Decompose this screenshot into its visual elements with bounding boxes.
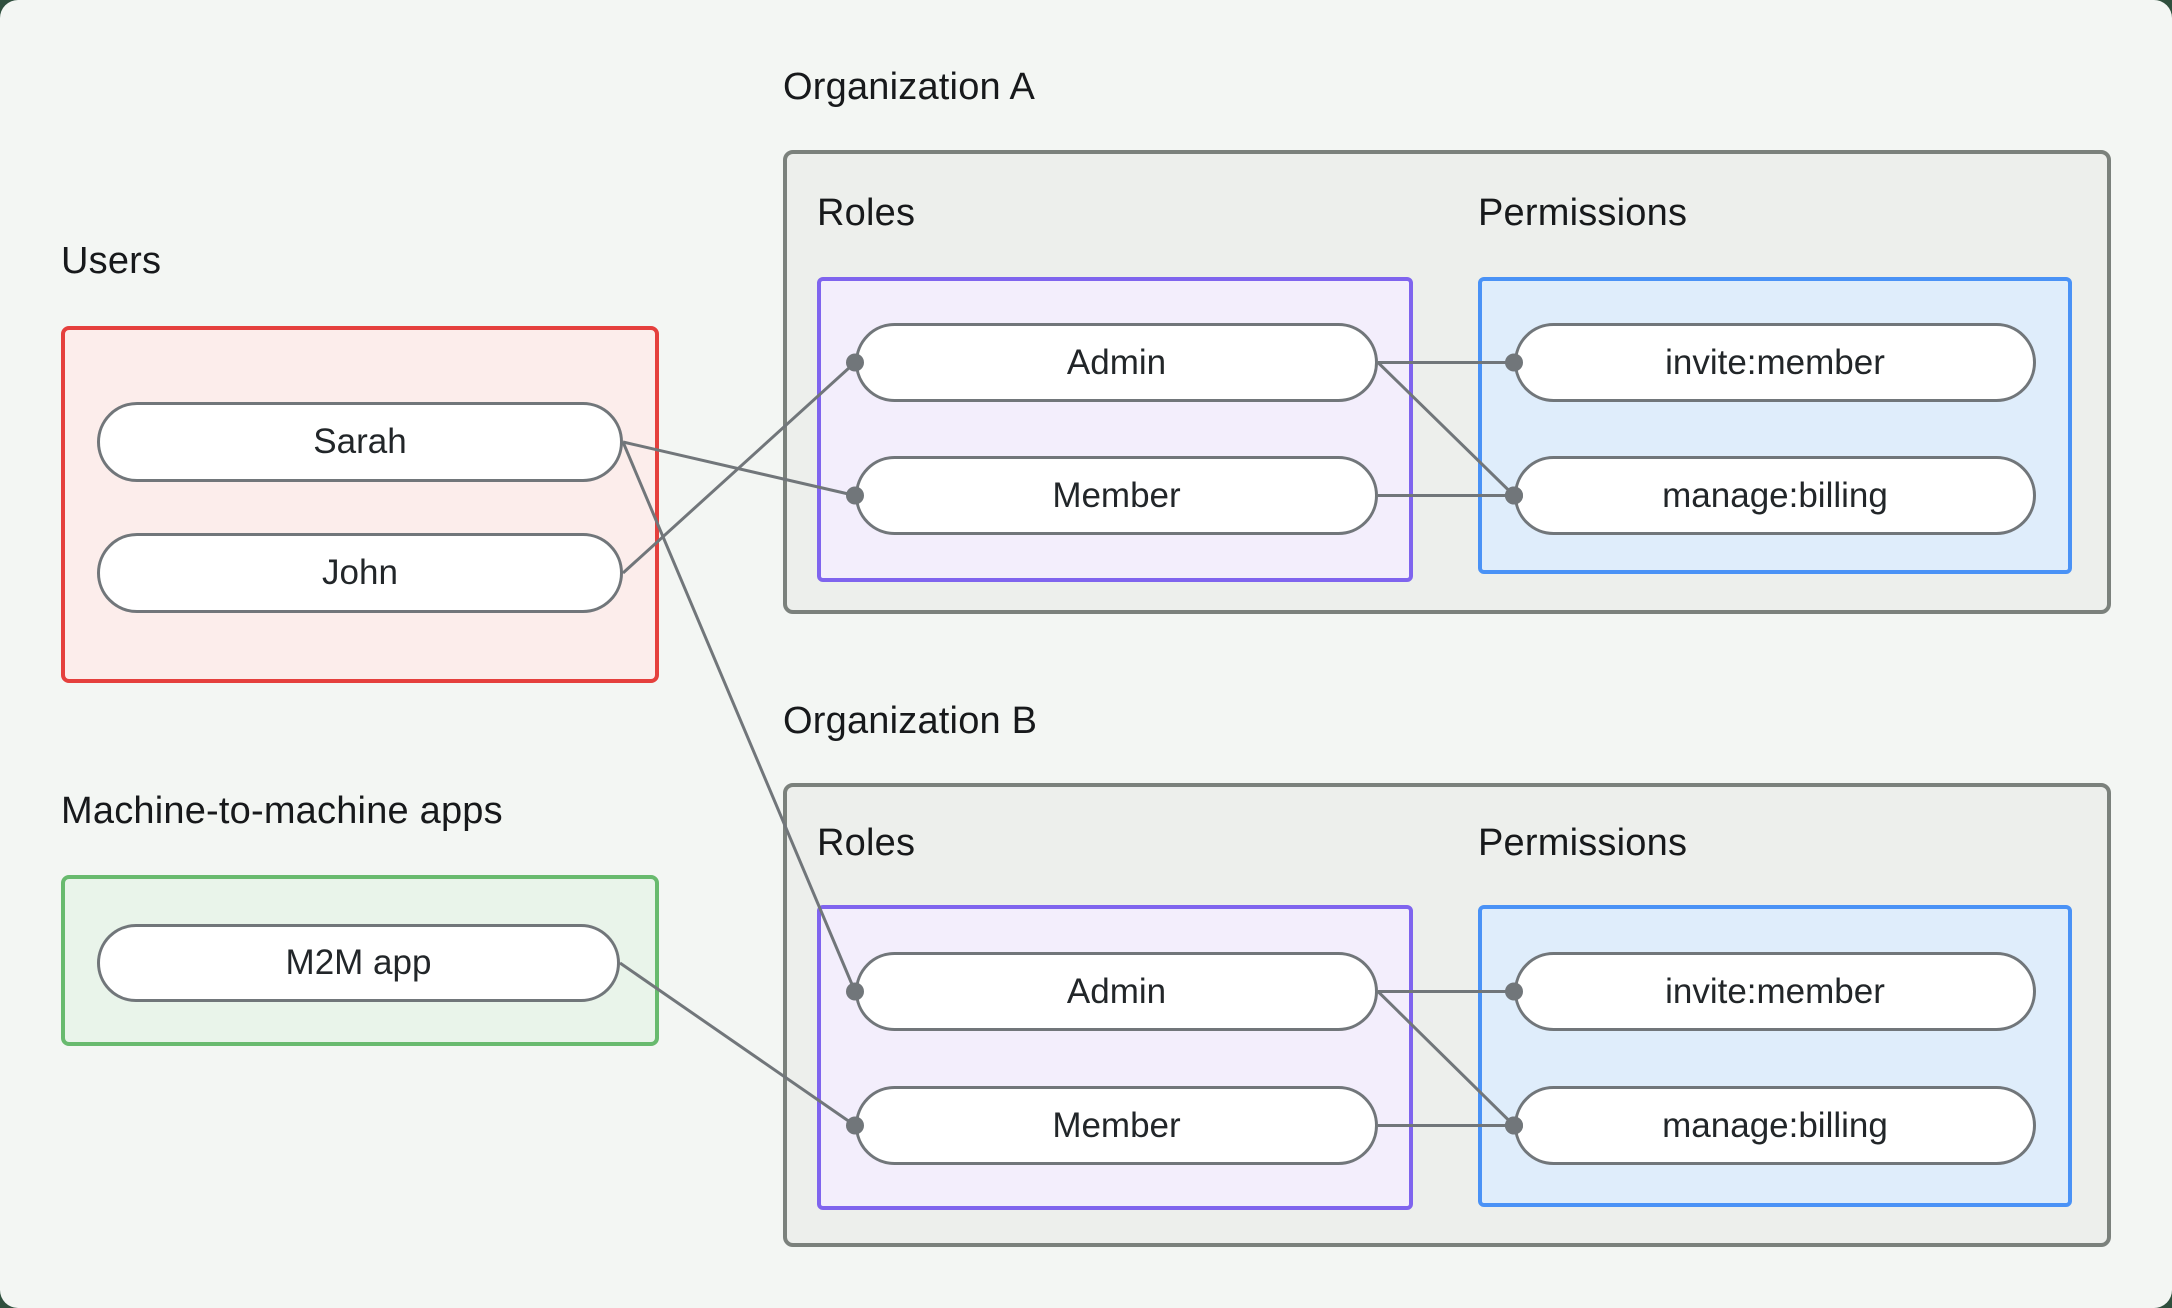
user-node-sarah: Sarah [97,402,623,482]
user-node-john: John [97,533,623,613]
org-b-permission-invite-member: invite:member [1514,952,2036,1031]
org-b-label: Organization B [783,700,1038,742]
m2m-app-node: M2M app [97,924,620,1002]
org-a-label: Organization A [783,66,1036,108]
m2m-group-label: Machine-to-machine apps [61,790,503,832]
org-a-permission-invite-member: invite:member [1514,323,2036,402]
org-b-permission-manage-billing: manage:billing [1514,1086,2036,1165]
org-a-permission-manage-billing: manage:billing [1514,456,2036,535]
org-a-role-admin: Admin [855,323,1378,402]
org-b-roles-label: Roles [817,822,916,864]
org-a-permissions-label: Permissions [1478,192,1688,234]
org-b-role-member: Member [855,1086,1378,1165]
users-group-label: Users [61,240,162,282]
users-group-box [61,326,659,683]
org-b-permissions-label: Permissions [1478,822,1688,864]
org-a-role-member: Member [855,456,1378,535]
org-b-role-admin: Admin [855,952,1378,1031]
org-a-roles-label: Roles [817,192,916,234]
